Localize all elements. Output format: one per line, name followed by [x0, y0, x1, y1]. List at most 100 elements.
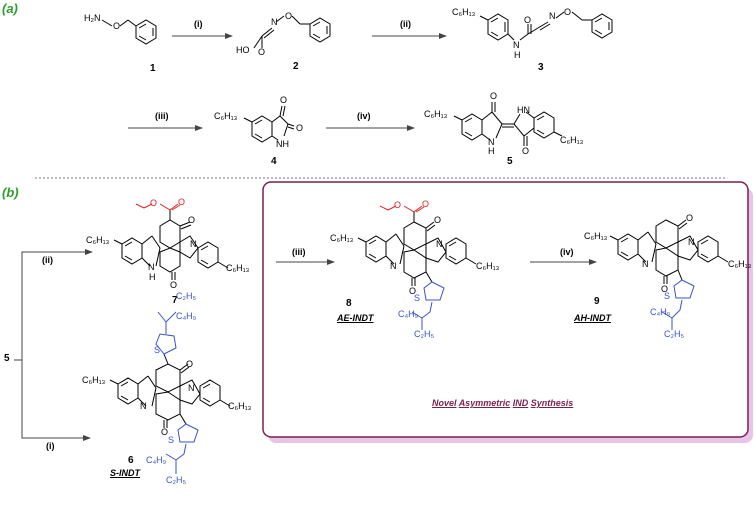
- c6h13-6a: C₆H₁₃: [82, 375, 106, 385]
- novel-synthesis-caption: Novel Asymmetric IND Synthesis: [432, 399, 573, 408]
- atom-o-8b: O: [409, 286, 417, 296]
- atom-ho: HO: [236, 45, 250, 55]
- atom-o-8a: O: [434, 215, 442, 225]
- c6h13-7a: C₆H₁₃: [86, 235, 110, 245]
- step-b-i: (i): [46, 441, 55, 451]
- c6h13-8a: C₆H₁₃: [330, 233, 354, 243]
- step-a-iii: (iii): [155, 111, 169, 121]
- c2h5-6b: C₂H₅: [166, 475, 187, 485]
- atom-o-8-carbonyl: O: [422, 199, 430, 209]
- atom-o-8-ester: O: [394, 200, 402, 210]
- atom-h-5: H: [488, 146, 495, 156]
- atom-s-9: S: [664, 291, 671, 301]
- atom-h2n: H₂N: [84, 13, 101, 23]
- step-a-iv: (iv): [357, 111, 371, 121]
- compound-6-thiophenes: [155, 311, 199, 474]
- c4h9-8: C₄H₉: [398, 309, 419, 319]
- compound-8-structure: [357, 212, 477, 286]
- atom-o-5a: O: [490, 91, 498, 101]
- atom-o-2: O: [285, 11, 293, 21]
- atom-o-9b: O: [661, 284, 669, 294]
- atom-n-7: N: [148, 262, 155, 272]
- compound-7-structure: [113, 210, 229, 280]
- ah-indt-name: AH-INDT: [574, 313, 611, 323]
- compound-3-structure: [479, 11, 613, 41]
- step-a-ii: (ii): [400, 19, 411, 29]
- panel-b-label: (b): [2, 185, 19, 200]
- c6h13-5a: C₆H₁₃: [424, 109, 448, 119]
- atom-s-6b: S: [168, 435, 175, 445]
- compound-1-structure: [101, 19, 157, 45]
- atom-o-7b: O: [170, 280, 178, 290]
- atom-n-6b: N: [140, 401, 147, 411]
- c2h5-9: C₂H₅: [664, 329, 685, 339]
- atom-o-3: O: [524, 15, 532, 25]
- c4h9-9: C₄H₉: [650, 307, 671, 317]
- compound-6-structure: [109, 353, 231, 428]
- atom-o-acid: O: [258, 47, 266, 57]
- atom-s-6a: S: [154, 345, 161, 355]
- atom-n-9a: N: [688, 237, 695, 247]
- c6h13-9b: C₆H₁₃: [728, 259, 752, 269]
- ae-indt-name: AE-INDT: [337, 313, 374, 323]
- compound-5-number: 5: [507, 156, 513, 167]
- c6h13-9a: C₆H₁₃: [584, 231, 608, 241]
- c6h13-3: C₆H₁₃: [452, 7, 476, 17]
- c6h13-5b: C₆H₁₃: [560, 135, 584, 145]
- compound-9-structure: [609, 219, 729, 284]
- atom-n-8a: N: [436, 239, 443, 249]
- compound-7-number: 7: [172, 295, 178, 306]
- compound-1-number: 1: [150, 63, 156, 74]
- s-indt-name: S-INDT: [110, 468, 140, 478]
- atom-n-8b: N: [390, 261, 397, 271]
- atom-o-3b: O: [564, 7, 572, 17]
- atom-hn-5: HN: [517, 105, 530, 115]
- compound-2-number: 2: [293, 61, 299, 72]
- atom-o-1: O: [113, 21, 121, 31]
- atom-n-3: N: [549, 11, 556, 21]
- atom-nh-4: NH: [276, 139, 289, 149]
- compound-6-number: 6: [128, 455, 134, 466]
- atom-o-7-carbonyl: O: [178, 197, 186, 207]
- c4h9-6a: C₄H₉: [176, 311, 197, 321]
- compound-4-structure: [243, 105, 295, 143]
- compound-4-number: 4: [271, 156, 277, 167]
- compound-2-structure: [253, 15, 331, 49]
- compound-9-thiophene: [661, 279, 695, 330]
- atom-o-6b: O: [161, 427, 169, 437]
- compound-8-thiophene: [411, 281, 445, 330]
- atom-n-amide: N: [513, 40, 520, 50]
- caption-word-2: Asymmetric: [458, 398, 511, 408]
- atom-n-5: N: [488, 137, 495, 147]
- step-b-ii: (ii): [42, 255, 53, 265]
- caption-word-3: IND: [512, 398, 529, 408]
- compound-7-ester: [135, 203, 181, 211]
- caption-word-1: Novel: [432, 398, 457, 408]
- caption-word-4: Synthesis: [530, 398, 574, 408]
- atom-h-amide: H: [514, 50, 521, 60]
- atom-n-7b: N: [190, 239, 197, 249]
- panel-a-label: (a): [2, 1, 18, 16]
- novel-synthesis-box: [262, 181, 749, 438]
- c2h5-6a: C₂H₅: [176, 291, 197, 301]
- c4h9-6b: C₄H₉: [146, 455, 167, 465]
- c6h13-6b: C₆H₁₃: [228, 401, 252, 411]
- atom-o-7a: O: [188, 215, 196, 225]
- atom-o-7-ester: O: [150, 198, 158, 208]
- compound-8-number: 8: [346, 298, 352, 309]
- compound-5-structure: [453, 102, 563, 146]
- atom-h-7: H: [149, 272, 156, 282]
- atom-o-9a: O: [686, 213, 694, 223]
- atom-n-2: N: [271, 17, 278, 27]
- atom-o-5b: O: [522, 146, 530, 156]
- compound-5-start-number: 5: [4, 353, 10, 364]
- step-b-iv: (iv): [560, 247, 574, 257]
- atom-o-4b: O: [296, 123, 304, 133]
- atom-o-6a: O: [186, 359, 194, 369]
- atom-n-9b: N: [642, 259, 649, 269]
- step-a-i: (i): [194, 19, 203, 29]
- atom-o-4a: O: [280, 95, 288, 105]
- atom-n-6a: N: [188, 383, 195, 393]
